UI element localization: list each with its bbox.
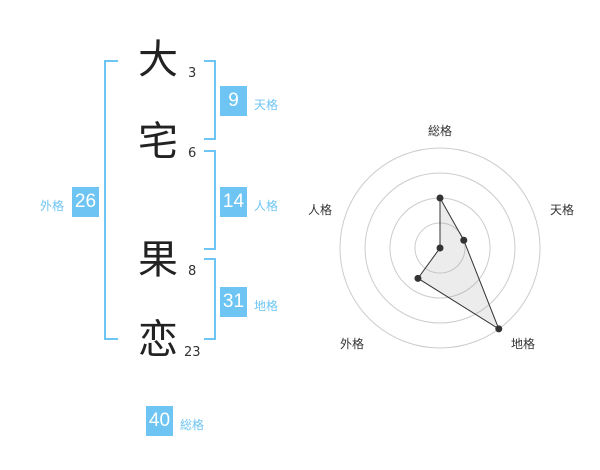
name-char-3: 果 — [138, 237, 178, 283]
tenkaku-value: 9 — [220, 86, 247, 116]
name-char-1: 大 — [138, 37, 178, 83]
gaikaku-bracket — [104, 60, 118, 340]
radar-axis-label-gaikaku: 外格 — [340, 337, 365, 351]
stroke-count-1: 3 — [188, 66, 197, 81]
jinkaku-bracket — [204, 150, 216, 250]
jinkaku-value: 14 — [220, 187, 247, 217]
radar-point-1 — [436, 194, 444, 202]
chikaku-label: 地格 — [254, 299, 279, 313]
tenkaku-bracket — [204, 60, 216, 140]
radar-axis-label-chikaku: 地格 — [511, 337, 536, 351]
radar-point-4 — [414, 274, 422, 282]
name-char-4: 恋 — [138, 317, 178, 363]
soukaku-value: 40 — [146, 406, 173, 436]
soukaku-label: 総格 — [180, 418, 205, 432]
radar-axis-label-soukaku: 総格 — [428, 124, 453, 138]
tenkaku-label: 天格 — [254, 98, 279, 112]
radar-axis-label-tenkaku: 天格 — [550, 203, 575, 217]
stroke-count-3: 8 — [188, 264, 197, 279]
stroke-count-2: 6 — [188, 146, 197, 161]
chikaku-bracket — [204, 258, 216, 340]
radar-point-3 — [495, 325, 503, 333]
radar-points — [414, 194, 503, 333]
radar-ring — [364, 172, 516, 324]
gaikaku-value: 26 — [72, 187, 99, 217]
radar-axis-label-jinkaku: 人格 — [308, 203, 333, 217]
gaikaku-label: 外格 — [40, 199, 65, 213]
radar-area — [417, 196, 500, 331]
stroke-count-4: 23 — [184, 345, 201, 360]
name-char-2: 宅 — [138, 119, 178, 165]
radar-rings — [339, 147, 541, 349]
radar-point-5 — [436, 244, 444, 252]
radar-ring — [339, 147, 541, 349]
chikaku-value: 31 — [220, 287, 247, 317]
jinkaku-label: 人格 — [254, 199, 279, 213]
radar-point-2 — [460, 236, 468, 244]
